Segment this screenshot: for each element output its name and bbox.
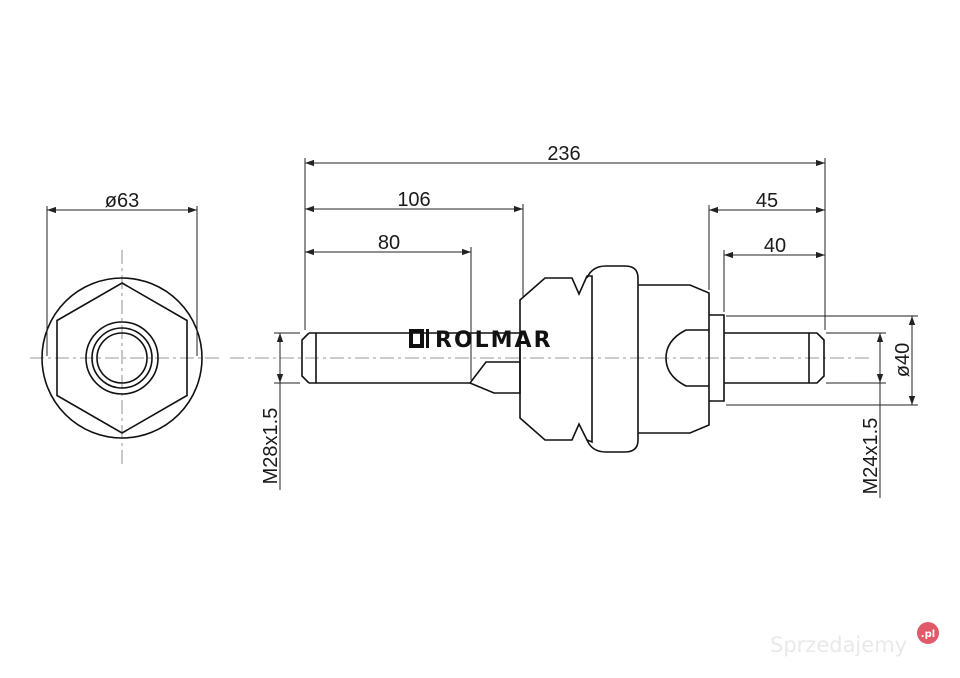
watermark-text: Sprzedajemy <box>770 633 907 657</box>
outer-circle <box>41 277 203 439</box>
watermark-badge-text: .pl <box>921 629 935 640</box>
rolmar-logo-text: ROLMAR <box>435 328 553 353</box>
outer-diameter-label: ø63 <box>105 190 139 212</box>
rubber-boot <box>519 275 593 444</box>
watermark-badge-icon <box>917 622 939 644</box>
dimension-length-45: 45 <box>708 190 825 290</box>
housing-collar <box>709 314 725 402</box>
bore-outer-circle <box>85 321 159 395</box>
right-thread-label: M24x1.5 <box>860 418 882 495</box>
sprzedajemy-watermark: Sprzedajemy .pl <box>770 622 939 657</box>
end-view <box>30 250 222 468</box>
right-threaded-shank <box>724 332 825 384</box>
dimension-length-106: 106 <box>305 189 524 298</box>
rolmar-logo: ROLMAR <box>409 328 553 353</box>
dimension-overall-length: 236 <box>304 143 826 330</box>
length-80-label: 80 <box>378 232 400 254</box>
inner-ball <box>665 329 709 387</box>
overall-length-label: 236 <box>547 143 580 165</box>
hex-nut-outline <box>56 282 188 434</box>
left-thread-label: M28x1.5 <box>260 408 282 485</box>
dimension-length-80: 80 <box>305 232 472 380</box>
length-45-label: 45 <box>756 190 778 212</box>
length-40-label: 40 <box>764 235 786 257</box>
dimension-length-40: 40 <box>723 235 825 312</box>
dimension-right-thread: M24x1.5 <box>826 332 886 498</box>
housing-neck <box>638 284 710 434</box>
bore-inner-circle <box>91 327 153 389</box>
dimension-left-thread: M28x1.5 <box>260 332 300 490</box>
side-view <box>230 265 870 453</box>
rolmar-logo-icon <box>409 329 429 348</box>
dimension-body-diameter: ø40 <box>726 315 918 406</box>
housing-body <box>586 265 639 453</box>
length-106-label: 106 <box>397 189 430 211</box>
dimension-outer-diameter: ø63 <box>46 190 198 356</box>
thread-circle <box>96 332 148 384</box>
body-diameter-label: ø40 <box>892 343 914 377</box>
